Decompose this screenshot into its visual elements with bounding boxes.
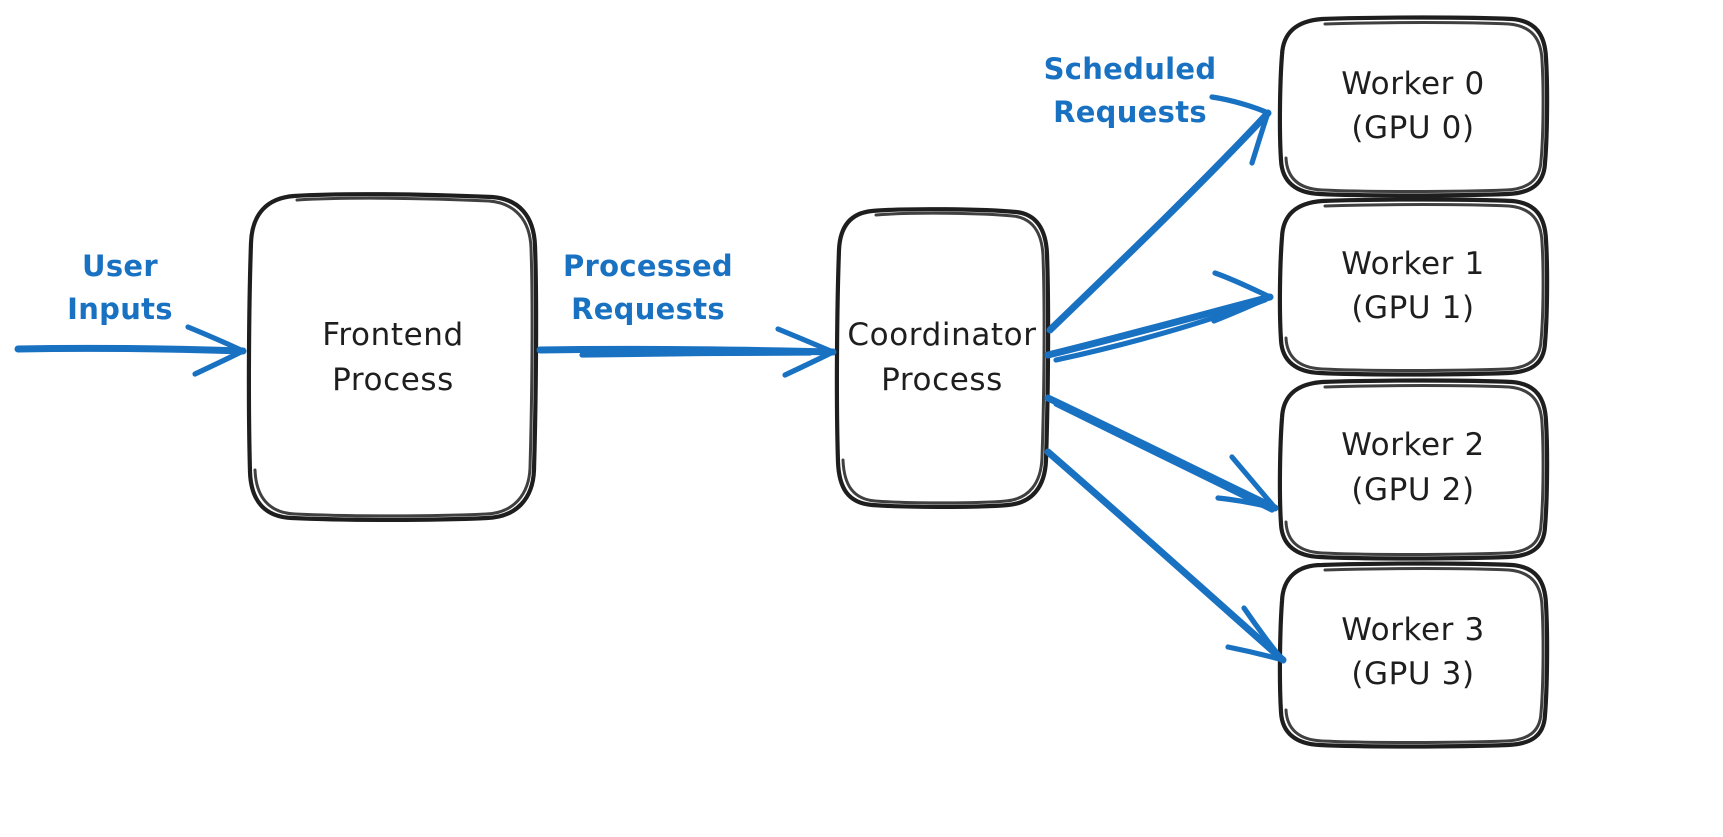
arrow-coordinator-to-worker-1 xyxy=(1044,270,1274,363)
worker-1-box[interactable] xyxy=(1277,197,1550,377)
coordinator-process-box[interactable] xyxy=(834,207,1051,509)
arrow-coordinator-to-worker-2 xyxy=(1044,394,1279,513)
arrow-coordinator-to-worker-0 xyxy=(1046,94,1272,334)
worker-2-box[interactable] xyxy=(1277,378,1550,561)
arrow-coordinator-to-worker-3 xyxy=(1044,448,1287,664)
arrow-processed-requests xyxy=(536,326,837,378)
worker-3-box[interactable] xyxy=(1277,561,1550,749)
arrow-user-inputs xyxy=(14,324,247,377)
frontend-process-box[interactable] xyxy=(246,192,539,522)
worker-0-box[interactable] xyxy=(1277,15,1550,198)
